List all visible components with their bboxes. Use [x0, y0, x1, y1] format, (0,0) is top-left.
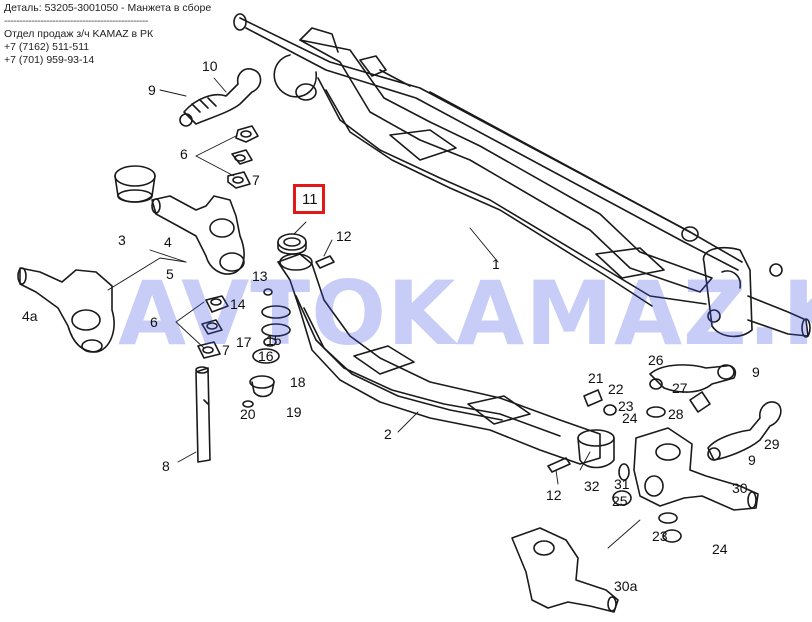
callout-label: 14 [230, 296, 246, 312]
steering-arm-27 [649, 364, 737, 413]
callout-label: 12 [546, 487, 562, 503]
callout-label: 23 [618, 398, 634, 414]
callout-label: 28 [668, 406, 684, 422]
callout-label: 9 [748, 452, 756, 468]
small-parts-right [547, 389, 682, 543]
callout-label: 9 [148, 82, 156, 98]
knuckle-30a [511, 527, 619, 613]
steering-arm-10 [179, 68, 262, 127]
header-info: Деталь: 53205-3001050 - Манжета в сборе … [4, 2, 211, 67]
callout-label: 4 [164, 234, 172, 250]
callout-label: 5 [166, 266, 174, 282]
callout-label: 8 [162, 458, 170, 474]
steering-arm-29 [707, 401, 782, 461]
seal-11 [277, 233, 307, 255]
callout-label: 19 [286, 404, 302, 420]
watermark: AVTOKAMAZ.KZ [118, 262, 812, 365]
callout-label: 2 [384, 426, 392, 442]
knuckle-4 [151, 195, 245, 275]
callout-label: 7 [222, 342, 230, 358]
callout-label: 31 [614, 476, 630, 492]
separator-line: ----------------------------------------… [4, 15, 148, 27]
washers-stack [242, 288, 291, 408]
ring-3 [114, 165, 156, 203]
highlight-label: 11 [302, 191, 318, 208]
callout-label: 18 [290, 374, 306, 390]
callout-label: 3 [118, 232, 126, 248]
nuts-lower [197, 295, 229, 359]
callout-label: 23 [652, 528, 668, 544]
callout-label: 22 [608, 381, 624, 397]
callout-label: 29 [764, 436, 780, 452]
callout-label: 30 [732, 480, 748, 496]
callout-label: 10 [202, 58, 218, 74]
callout-label: 26 [648, 352, 664, 368]
callout-label: 24 [712, 541, 728, 557]
callout-label: 25 [612, 493, 628, 509]
callout-label: 9 [752, 364, 760, 380]
nuts-upper [227, 125, 259, 189]
callout-label: 6 [180, 146, 188, 162]
callout-label: 16 [258, 348, 274, 364]
highlight-box [293, 184, 325, 214]
phone-1: +7 (7162) 511-511 [4, 41, 90, 53]
callout-label: 21 [588, 370, 604, 386]
callout-label: 4а [22, 308, 38, 324]
callout-label: 1 [492, 256, 500, 272]
callout-label: 27 [672, 380, 688, 396]
callout-label: 30а [614, 578, 638, 594]
right-knuckle-upper [702, 246, 811, 338]
king-pin-8 [195, 366, 211, 463]
axle-beam-upper [273, 27, 713, 307]
callout-label: 6 [150, 314, 158, 330]
callout-label: 7 [252, 172, 260, 188]
callout-label: 13 [252, 268, 268, 284]
knuckle-30 [633, 427, 759, 511]
callout-label: 32 [584, 478, 600, 494]
axle-beam-lower [277, 253, 615, 469]
callout-label: 17 [236, 334, 252, 350]
knuckle-4a [17, 267, 115, 353]
sales-line: Отдел продаж з/ч KAMAZ в РК [4, 28, 154, 40]
leader-lines [107, 77, 641, 549]
phone-2: +7 (701) 959-93-14 [4, 54, 95, 66]
callout-label: 24 [622, 410, 638, 426]
detail-line: Деталь: 53205-3001050 - Манжета в сборе [4, 2, 212, 14]
tie-rod [233, 13, 743, 271]
callout-label: 20 [240, 406, 256, 422]
bolt-12-upper [315, 255, 335, 269]
callout-label: 12 [336, 228, 352, 244]
callout-label: 15 [266, 332, 282, 348]
